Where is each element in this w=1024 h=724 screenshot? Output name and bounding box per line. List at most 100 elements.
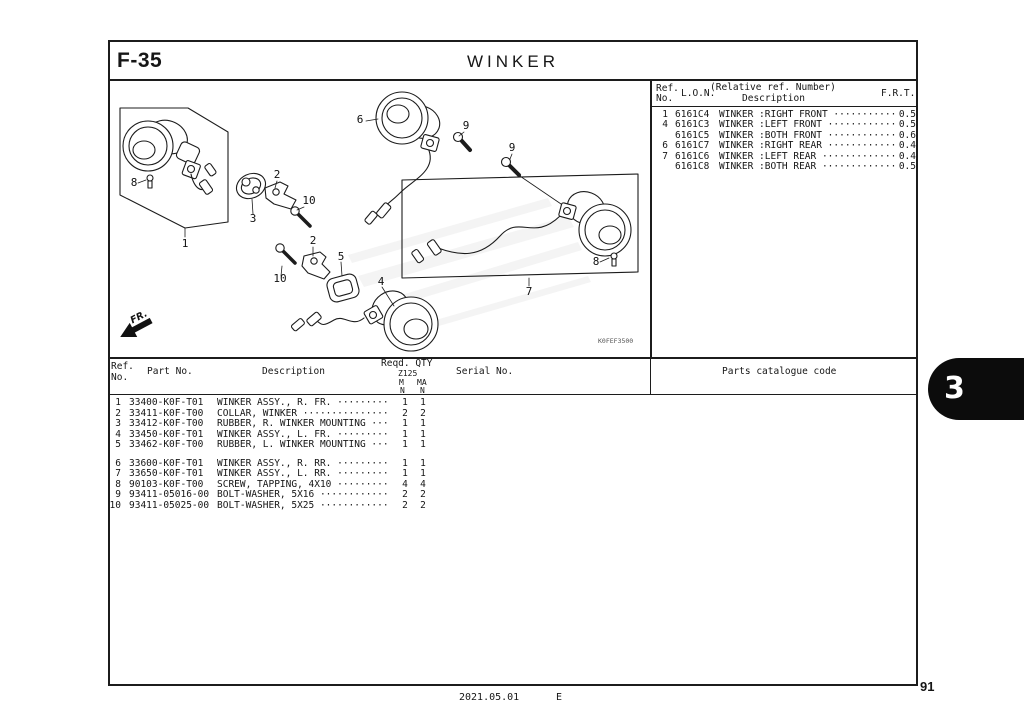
parts-cell-ma: 1 xyxy=(420,468,426,479)
parts-cell-m: 1 xyxy=(402,468,408,479)
parts-cell-ma: 1 xyxy=(420,457,426,469)
lon-cell-lon: 6161C5 xyxy=(675,129,710,141)
diagram-callout-1: 1 xyxy=(182,237,189,250)
parts-table-row: 2 33411-K0F-T00 COLLAR, WINKER ···········… xyxy=(107,407,447,420)
border-left xyxy=(108,40,110,686)
parts-cell-m: 1 xyxy=(402,439,408,450)
table-top-line xyxy=(108,357,918,359)
collar-illustration xyxy=(235,172,267,200)
bolt10-lower-illustration xyxy=(275,243,297,265)
footer-revision-code: E xyxy=(556,692,563,703)
lon-cell-lon: 6161C6 xyxy=(675,150,710,162)
diagram-callout-7: 7 xyxy=(526,285,533,298)
part7-bounding-box xyxy=(401,173,639,279)
parts-cell-part: 90103-K0F-T00 xyxy=(129,478,204,490)
parts-cell-part: 33462-K0F-T00 xyxy=(129,439,204,450)
parts-cell-ref: 8 xyxy=(115,478,121,490)
parts-cell-ref: 10 xyxy=(109,499,121,511)
parts-cell-ma: 2 xyxy=(420,489,426,500)
winker-rear-right-illustration xyxy=(364,91,441,225)
screw8-right-illustration xyxy=(610,252,618,267)
winker-front-left-illustration xyxy=(290,290,439,352)
lon-cell-desc: WINKER :BOTH REAR ············· xyxy=(719,160,897,172)
parts-cell-m: 1 xyxy=(402,428,408,440)
lon-cell-lon: 6161C7 xyxy=(675,140,710,152)
parts-cell-desc: WINKER ASSY., R. RR. ········· xyxy=(217,457,389,469)
diagram-callout-10: 10 xyxy=(302,194,315,207)
parts-table-row: 3 33412-K0F-T00 RUBBER, R. WINKER MOUNTING… xyxy=(107,418,447,430)
parts-cell-desc: RUBBER, R. WINKER MOUNTING ··· xyxy=(217,418,389,429)
parts-cell-ref: 1 xyxy=(115,397,121,408)
lon-cell-frt: 0.5 xyxy=(898,109,916,120)
lon-cell-desc: WINKER :LEFT FRONT ············ xyxy=(719,119,897,131)
parts-cell-ref: 3 xyxy=(115,418,121,429)
fr-arrow-icon: FR. xyxy=(120,308,153,337)
parts-cell-desc: SCREW, TAPPING, 4X10 ········· xyxy=(217,478,389,490)
parts-cell-ref: 7 xyxy=(115,468,121,479)
lon-cell-desc: WINKER :BOTH FRONT ············ xyxy=(719,129,897,141)
callout-leaders xyxy=(137,118,610,307)
parts-cell-desc: COLLAR, WINKER ··············· xyxy=(217,407,389,419)
page-code: F-35 xyxy=(117,49,163,72)
parts-cell-ma: 1 xyxy=(420,428,426,440)
figure-code: K0FEF3500 xyxy=(598,337,633,345)
parts-cell-ref: 5 xyxy=(115,439,121,450)
parts-cell-m: 2 xyxy=(402,407,408,419)
border-right xyxy=(916,40,918,686)
stay-plate-upper-illustration xyxy=(264,181,297,210)
pt-header-partno: Part No. xyxy=(147,366,193,377)
pt-header-col-n2: N xyxy=(420,386,425,395)
lon-cell-frt: 0.6 xyxy=(898,129,916,141)
pt-header-col-n1: N xyxy=(400,386,405,395)
table-header-vertical-divider xyxy=(650,358,651,394)
parts-table-row: 5 33462-K0F-T00 RUBBER, L. WINKER MOUNTING… xyxy=(107,439,447,451)
parts-cell-part: 33412-K0F-T00 xyxy=(129,418,204,429)
lon-cell-frt: 0.4 xyxy=(898,150,916,162)
parts-cell-ma: 1 xyxy=(420,439,426,450)
parts-cell-m: 2 xyxy=(402,489,408,500)
border-top xyxy=(108,40,918,42)
parts-cell-desc: RUBBER, L. WINKER MOUNTING ··· xyxy=(217,439,389,450)
parts-cell-part: 93411-05016-00 xyxy=(129,489,210,500)
lon-cell-ref: 6 xyxy=(662,140,668,152)
leader-screw9-to-box xyxy=(513,171,565,207)
lon-cell-ref: 4 xyxy=(662,119,668,131)
lon-header-ref1: Ref. xyxy=(656,83,679,94)
parts-cell-part: 33600-K0F-T01 xyxy=(129,457,204,469)
lon-header-desc1: (Relative ref. Number) xyxy=(710,82,836,93)
lon-cell-lon: 6161C4 xyxy=(675,109,710,120)
parts-cell-m: 4 xyxy=(402,478,408,490)
parts-cell-ref: 2 xyxy=(115,407,121,419)
parts-cell-part: 33411-K0F-T00 xyxy=(129,407,204,419)
pt-header-ref2: No. xyxy=(111,372,129,383)
parts-table-row: 8 90103-K0F-T00 SCREW, TAPPING, 4X10 ·····… xyxy=(107,478,447,491)
parts-cell-ma: 1 xyxy=(420,397,426,408)
parts-cell-ref: 9 xyxy=(115,489,121,500)
parts-cell-part: 33450-K0F-T01 xyxy=(129,428,204,440)
lon-cell-desc: WINKER :LEFT REAR ············· xyxy=(719,150,897,162)
lon-cell-ref xyxy=(652,162,668,172)
winker-front-right-illustration xyxy=(122,119,217,195)
diagram-callout-3: 3 xyxy=(250,212,257,225)
diagram-callout-9: 9 xyxy=(463,119,470,132)
parts-cell-ma: 1 xyxy=(420,418,426,429)
parts-cell-m: 1 xyxy=(402,457,408,469)
lon-header-frt: F.R.T. xyxy=(881,88,916,99)
lon-cell-frt: 0.4 xyxy=(898,140,916,152)
diagram-callout-6: 6 xyxy=(357,113,364,126)
parts-cell-part: 93411-05025-00 xyxy=(129,499,210,511)
diagram-callout-8: 8 xyxy=(131,176,138,189)
section-tab-number: 3 xyxy=(944,371,965,406)
footer-date: 2021.05.01 xyxy=(459,692,520,703)
pt-header-col-m: M xyxy=(399,378,404,387)
pt-header-ref1: Ref. xyxy=(111,361,134,372)
